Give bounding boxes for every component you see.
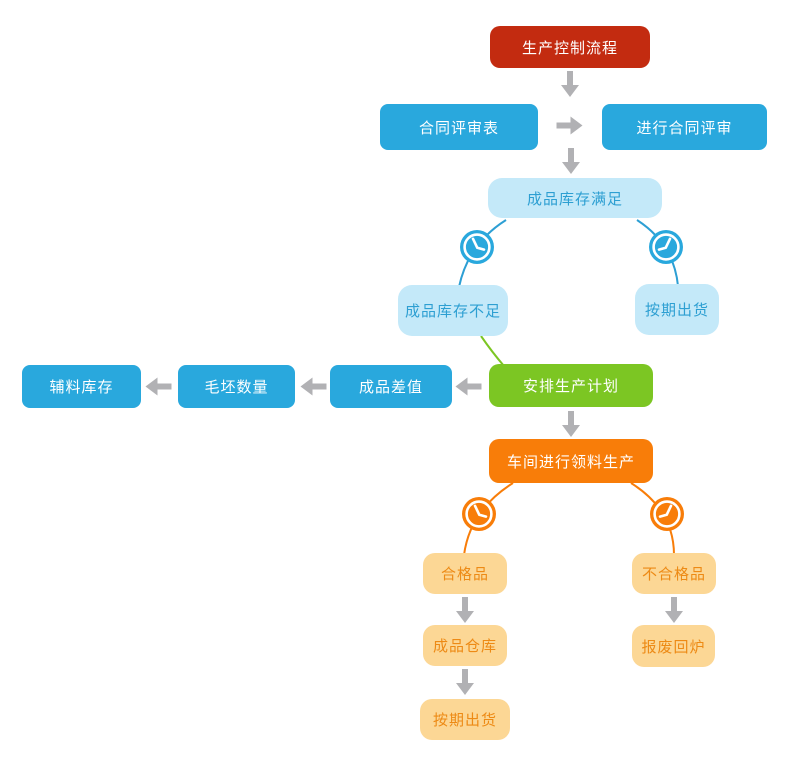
arrow-right-icon (557, 116, 584, 136)
connector-insufficient-to-plan (480, 335, 505, 367)
node-blank-quantity: 毛坯数量 (178, 365, 295, 408)
node-production-control: 生产控制流程 (490, 26, 650, 68)
node-scrap-remelt: 报废回炉 (632, 625, 715, 667)
node-inventory-insufficient: 成品库存不足 (398, 285, 508, 336)
arrow-down-icon (664, 597, 684, 624)
node-ship-on-schedule-bottom: 按期出货 (420, 699, 510, 740)
arrow-down-icon (455, 669, 475, 696)
clock-icon (649, 496, 685, 532)
node-finished-warehouse: 成品仓库 (423, 625, 507, 666)
node-product-difference: 成品差值 (330, 365, 452, 408)
arrow-down-icon (561, 148, 581, 175)
node-contract-review-form: 合同评审表 (380, 104, 538, 150)
node-conduct-contract-review: 进行合同评审 (602, 104, 767, 150)
arrow-down-icon (560, 71, 580, 98)
arrow-down-icon (455, 597, 475, 624)
clock-icon (459, 229, 495, 265)
node-workshop-production: 车间进行领料生产 (489, 439, 653, 483)
arrow-left-icon (145, 377, 172, 397)
arrow-down-icon (561, 411, 581, 438)
node-inventory-sufficient: 成品库存满足 (488, 178, 662, 218)
arrow-left-icon (300, 377, 327, 397)
clock-icon (648, 229, 684, 265)
node-arrange-production-plan: 安排生产计划 (489, 364, 653, 407)
node-unqualified-product: 不合格品 (632, 553, 716, 594)
node-auxiliary-inventory: 辅料库存 (22, 365, 141, 408)
clock-icon (461, 496, 497, 532)
node-ship-on-schedule-top: 按期出货 (635, 284, 719, 335)
node-qualified-product: 合格品 (423, 553, 507, 594)
arrow-left-icon (455, 377, 482, 397)
